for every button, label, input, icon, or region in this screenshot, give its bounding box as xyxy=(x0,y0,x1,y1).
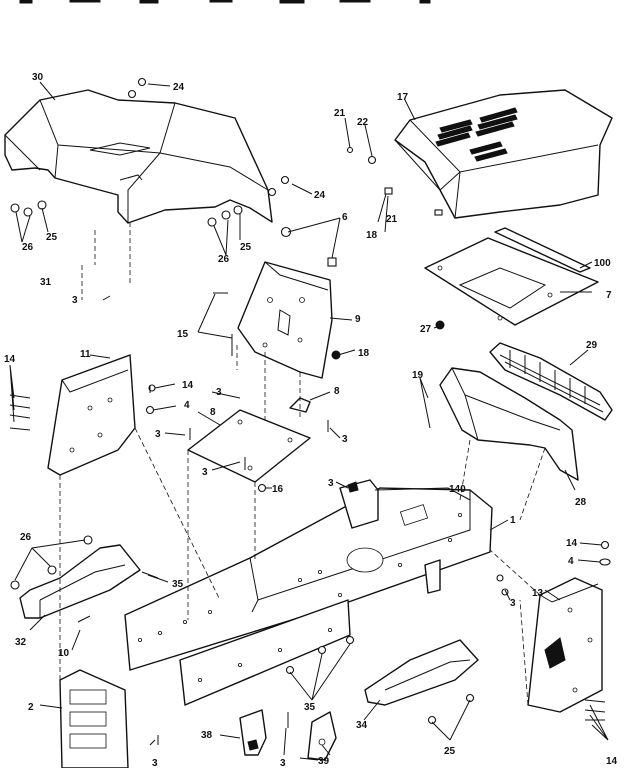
part-label-26a: 26 xyxy=(22,242,34,253)
hood-support-plate-7 xyxy=(424,227,599,326)
part-label-3e: 3 xyxy=(202,467,208,478)
part-label-10: 10 xyxy=(58,648,70,659)
main-frame-part-1 xyxy=(124,487,493,706)
part-label-17: 17 xyxy=(397,92,409,103)
part-label-14d: 14 xyxy=(606,756,618,767)
part-label-140: 140 xyxy=(449,484,466,495)
part-label-24b: 24 xyxy=(314,190,326,201)
part-label-3h: 3 xyxy=(152,758,158,768)
part-label-25b: 25 xyxy=(240,242,252,253)
part-label-35b: 35 xyxy=(304,702,316,713)
fender-part-30 xyxy=(4,89,273,224)
hood-vent-grille xyxy=(435,107,518,162)
bracket-part-39 xyxy=(307,711,337,761)
side-panel-part-13 xyxy=(527,577,603,713)
part-label-1: 1 xyxy=(510,515,516,526)
part-label-6: 6 xyxy=(342,212,348,223)
part-label-3g: 3 xyxy=(510,598,516,609)
part-label-30: 30 xyxy=(32,72,44,83)
hardware-fasteners xyxy=(9,77,611,745)
part-label-24a: 24 xyxy=(173,82,185,93)
part-label-31: 31 xyxy=(40,277,52,288)
part-label-21a: 21 xyxy=(334,108,346,119)
hood-part-17 xyxy=(384,89,613,219)
part-label-38: 38 xyxy=(201,730,213,741)
part-label-4a: 4 xyxy=(184,400,190,411)
part-label-3a: 3 xyxy=(72,295,78,306)
rod-part-100 xyxy=(494,227,591,273)
part-label-11: 11 xyxy=(80,349,91,360)
part-labels: 3024242625262531317212221186100727159181… xyxy=(4,72,618,768)
lower-rail xyxy=(179,599,351,706)
leader-lines xyxy=(9,81,609,761)
part-label-3b: 3 xyxy=(155,429,161,440)
part-label-18b: 18 xyxy=(358,348,370,359)
footrest-part-34 xyxy=(364,639,479,706)
part-label-34: 34 xyxy=(356,720,368,731)
part-label-22: 22 xyxy=(357,117,369,128)
dash-panel-part-9 xyxy=(237,261,333,379)
grille-part-29 xyxy=(489,342,613,421)
part-label-26b: 26 xyxy=(218,254,230,265)
part-label-39: 39 xyxy=(318,756,330,767)
part-label-25a: 25 xyxy=(46,232,58,243)
part-label-18a: 18 xyxy=(366,230,378,241)
side-panel-part-11 xyxy=(47,354,136,476)
part-label-4b: 4 xyxy=(568,556,574,567)
part-label-19: 19 xyxy=(412,370,424,381)
part-label-3f: 3 xyxy=(328,478,334,489)
part-label-9: 9 xyxy=(355,314,361,325)
part-label-32: 32 xyxy=(15,637,27,648)
footrest-part-32 xyxy=(19,544,141,619)
part-label-14a: 14 xyxy=(4,354,16,365)
part-label-15: 15 xyxy=(177,329,189,340)
part-label-26c: 26 xyxy=(20,532,32,543)
grille-housing-part-28 xyxy=(439,367,579,481)
part-label-27: 27 xyxy=(420,324,432,335)
part-label-14c: 14 xyxy=(566,538,578,549)
part-label-2: 2 xyxy=(28,702,34,713)
part-label-35a: 35 xyxy=(172,579,184,590)
alignment-lines xyxy=(59,222,546,706)
part-label-13: 13 xyxy=(532,588,544,599)
part-label-21b: 21 xyxy=(386,214,398,225)
part-label-14b: 14 xyxy=(182,380,194,391)
frame-holes xyxy=(137,513,462,683)
bracket-part-38 xyxy=(239,709,267,756)
part-label-3d: 3 xyxy=(342,434,348,445)
part-label-29: 29 xyxy=(586,340,598,351)
front-panel-part-2 xyxy=(59,669,129,768)
header-fragment xyxy=(19,0,431,4)
part-label-8a: 8 xyxy=(210,407,216,418)
part-label-8b: 8 xyxy=(334,386,340,397)
part-label-25c: 25 xyxy=(444,746,456,757)
part-label-3c: 3 xyxy=(216,387,222,398)
part-label-100: 100 xyxy=(594,258,611,269)
part-label-7: 7 xyxy=(606,290,612,301)
part-label-16: 16 xyxy=(272,484,284,495)
part-label-28: 28 xyxy=(575,497,587,508)
part-label-3i: 3 xyxy=(280,758,286,768)
